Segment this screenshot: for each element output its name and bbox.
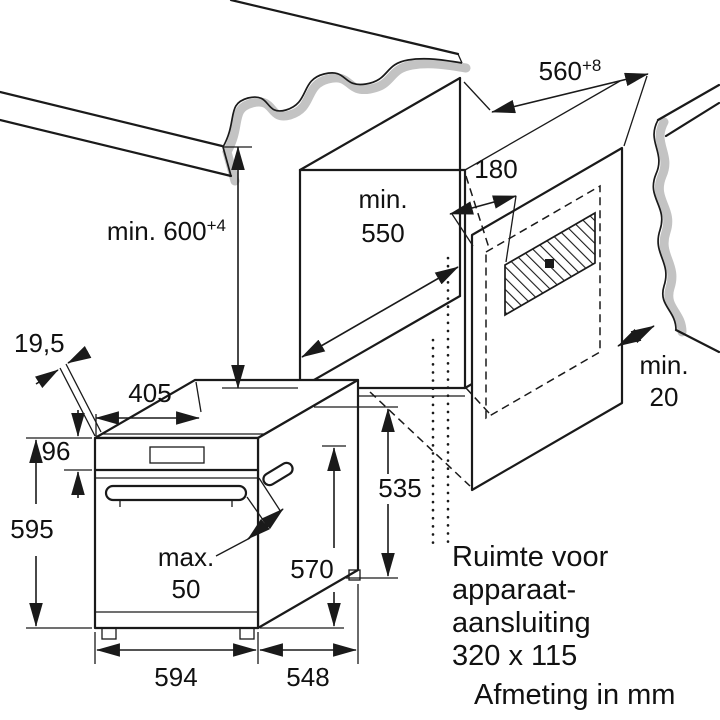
dim-leader bbox=[215, 537, 251, 557]
connection-point-marker bbox=[545, 259, 554, 268]
right-tear-edge bbox=[652, 119, 677, 331]
connection-note-line-4: 320 x 115 bbox=[452, 640, 577, 672]
dim-top-width-label: 405 bbox=[128, 378, 171, 408]
dim-arrow-right bbox=[67, 345, 92, 364]
connection-note: Ruimte voor apparaat- aansluiting 320 x … bbox=[452, 541, 609, 672]
right-cabinet-torn bbox=[652, 83, 720, 354]
dim-line bbox=[617, 325, 655, 347]
projection-lines bbox=[369, 175, 601, 487]
dim-ext bbox=[258, 477, 282, 513]
worktop-back-edge bbox=[229, 0, 460, 56]
dim-niche-depth: min. 550 bbox=[301, 184, 459, 358]
dim-line bbox=[247, 508, 284, 540]
oven-foot-front-right bbox=[239, 627, 255, 640]
dim-oven-height: 595 bbox=[10, 439, 92, 629]
dim-line bbox=[301, 266, 459, 358]
dim-top-width: 405 bbox=[95, 378, 202, 436]
dim-ext bbox=[59, 367, 96, 437]
dim-line bbox=[449, 195, 517, 215]
dim-body-height: 535 bbox=[314, 406, 422, 579]
dim-niche-depth-label-2: 550 bbox=[361, 218, 404, 248]
dim-control-height: 96 bbox=[26, 410, 92, 498]
right-cabinet-bottom-edge bbox=[674, 328, 720, 354]
worktop-back-corner bbox=[457, 53, 463, 64]
dim-oven-width-label: 594 bbox=[154, 662, 197, 692]
worktop-tear-shade bbox=[222, 59, 471, 186]
dim-handle-depth-label-1: max. bbox=[158, 542, 214, 572]
oven bbox=[93, 378, 361, 640]
dim-arrow-left bbox=[34, 369, 59, 389]
control-display bbox=[149, 446, 205, 464]
right-worktop-bottom-edge bbox=[664, 101, 720, 138]
dim-oven-depth-label: 548 bbox=[286, 662, 329, 692]
niche-top-left-receding-edge bbox=[298, 76, 462, 172]
dim-top-inset-label: 19,5 bbox=[14, 328, 65, 358]
dim-door-height-label: 570 bbox=[290, 554, 333, 584]
dim-ext bbox=[623, 75, 648, 147]
connection-leaders bbox=[431, 256, 450, 550]
dim-niche-height-label: min. 600+4 bbox=[107, 216, 226, 246]
dim-rear-gap-label-2: 20 bbox=[650, 382, 679, 412]
dim-handle-depth-label-2: 50 bbox=[172, 574, 201, 604]
oven-foot-front-left bbox=[101, 627, 117, 640]
worktop-front-top-edge bbox=[0, 90, 224, 148]
dim-connection-offset-label: 180 bbox=[474, 154, 517, 184]
right-worktop-top-edge bbox=[656, 83, 720, 122]
worktop-left bbox=[0, 0, 471, 186]
worktop-front-bottom-edge bbox=[0, 118, 233, 178]
dim-oven-width: 594 bbox=[94, 632, 259, 692]
right-tear-shade bbox=[654, 117, 687, 337]
oven-projection-outline bbox=[485, 184, 601, 420]
dim-line bbox=[491, 72, 649, 114]
side-panel bbox=[470, 146, 624, 492]
alignment-bottom bbox=[465, 387, 490, 414]
dim-rear-gap-label-1: min. bbox=[639, 350, 688, 380]
dim-ext bbox=[463, 81, 491, 111]
dim-connection-offset: 180 bbox=[449, 154, 518, 263]
worktop-tear-edge bbox=[222, 57, 463, 177]
dim-ext bbox=[195, 381, 202, 413]
dim-body-height-label: 535 bbox=[378, 473, 421, 503]
dim-control-height-label: 96 bbox=[42, 436, 71, 466]
side-handle-profile bbox=[262, 461, 294, 487]
door-handle bbox=[104, 484, 248, 502]
oven-foot-back bbox=[348, 569, 361, 581]
dim-oven-height-label: 595 bbox=[10, 514, 53, 544]
dim-rear-gap: min. 20 bbox=[617, 325, 689, 412]
dim-niche-height: min. 600+4 bbox=[107, 146, 298, 389]
dim-niche-width-label: 560+8 bbox=[539, 56, 602, 86]
dim-niche-depth-label-1: min. bbox=[358, 184, 407, 214]
connection-note-line-1: Ruimte voor bbox=[452, 541, 609, 573]
connection-note-line-3: aansluiting bbox=[452, 607, 591, 639]
dim-top-inset: 19,5 bbox=[14, 328, 102, 437]
dim-niche-width: 560+8 bbox=[463, 56, 649, 147]
connection-note-line-2: apparaat- bbox=[452, 574, 576, 606]
dim-oven-depth: 548 bbox=[259, 584, 359, 692]
dim-ext bbox=[451, 213, 474, 247]
units-caption: Afmeting in mm bbox=[474, 679, 675, 711]
alignment-floor bbox=[369, 391, 471, 487]
niche-floor-left-receding-edge bbox=[298, 294, 462, 390]
dim-door-height: 570 bbox=[260, 445, 346, 629]
dim-handle-depth: max. 50 bbox=[158, 477, 284, 604]
